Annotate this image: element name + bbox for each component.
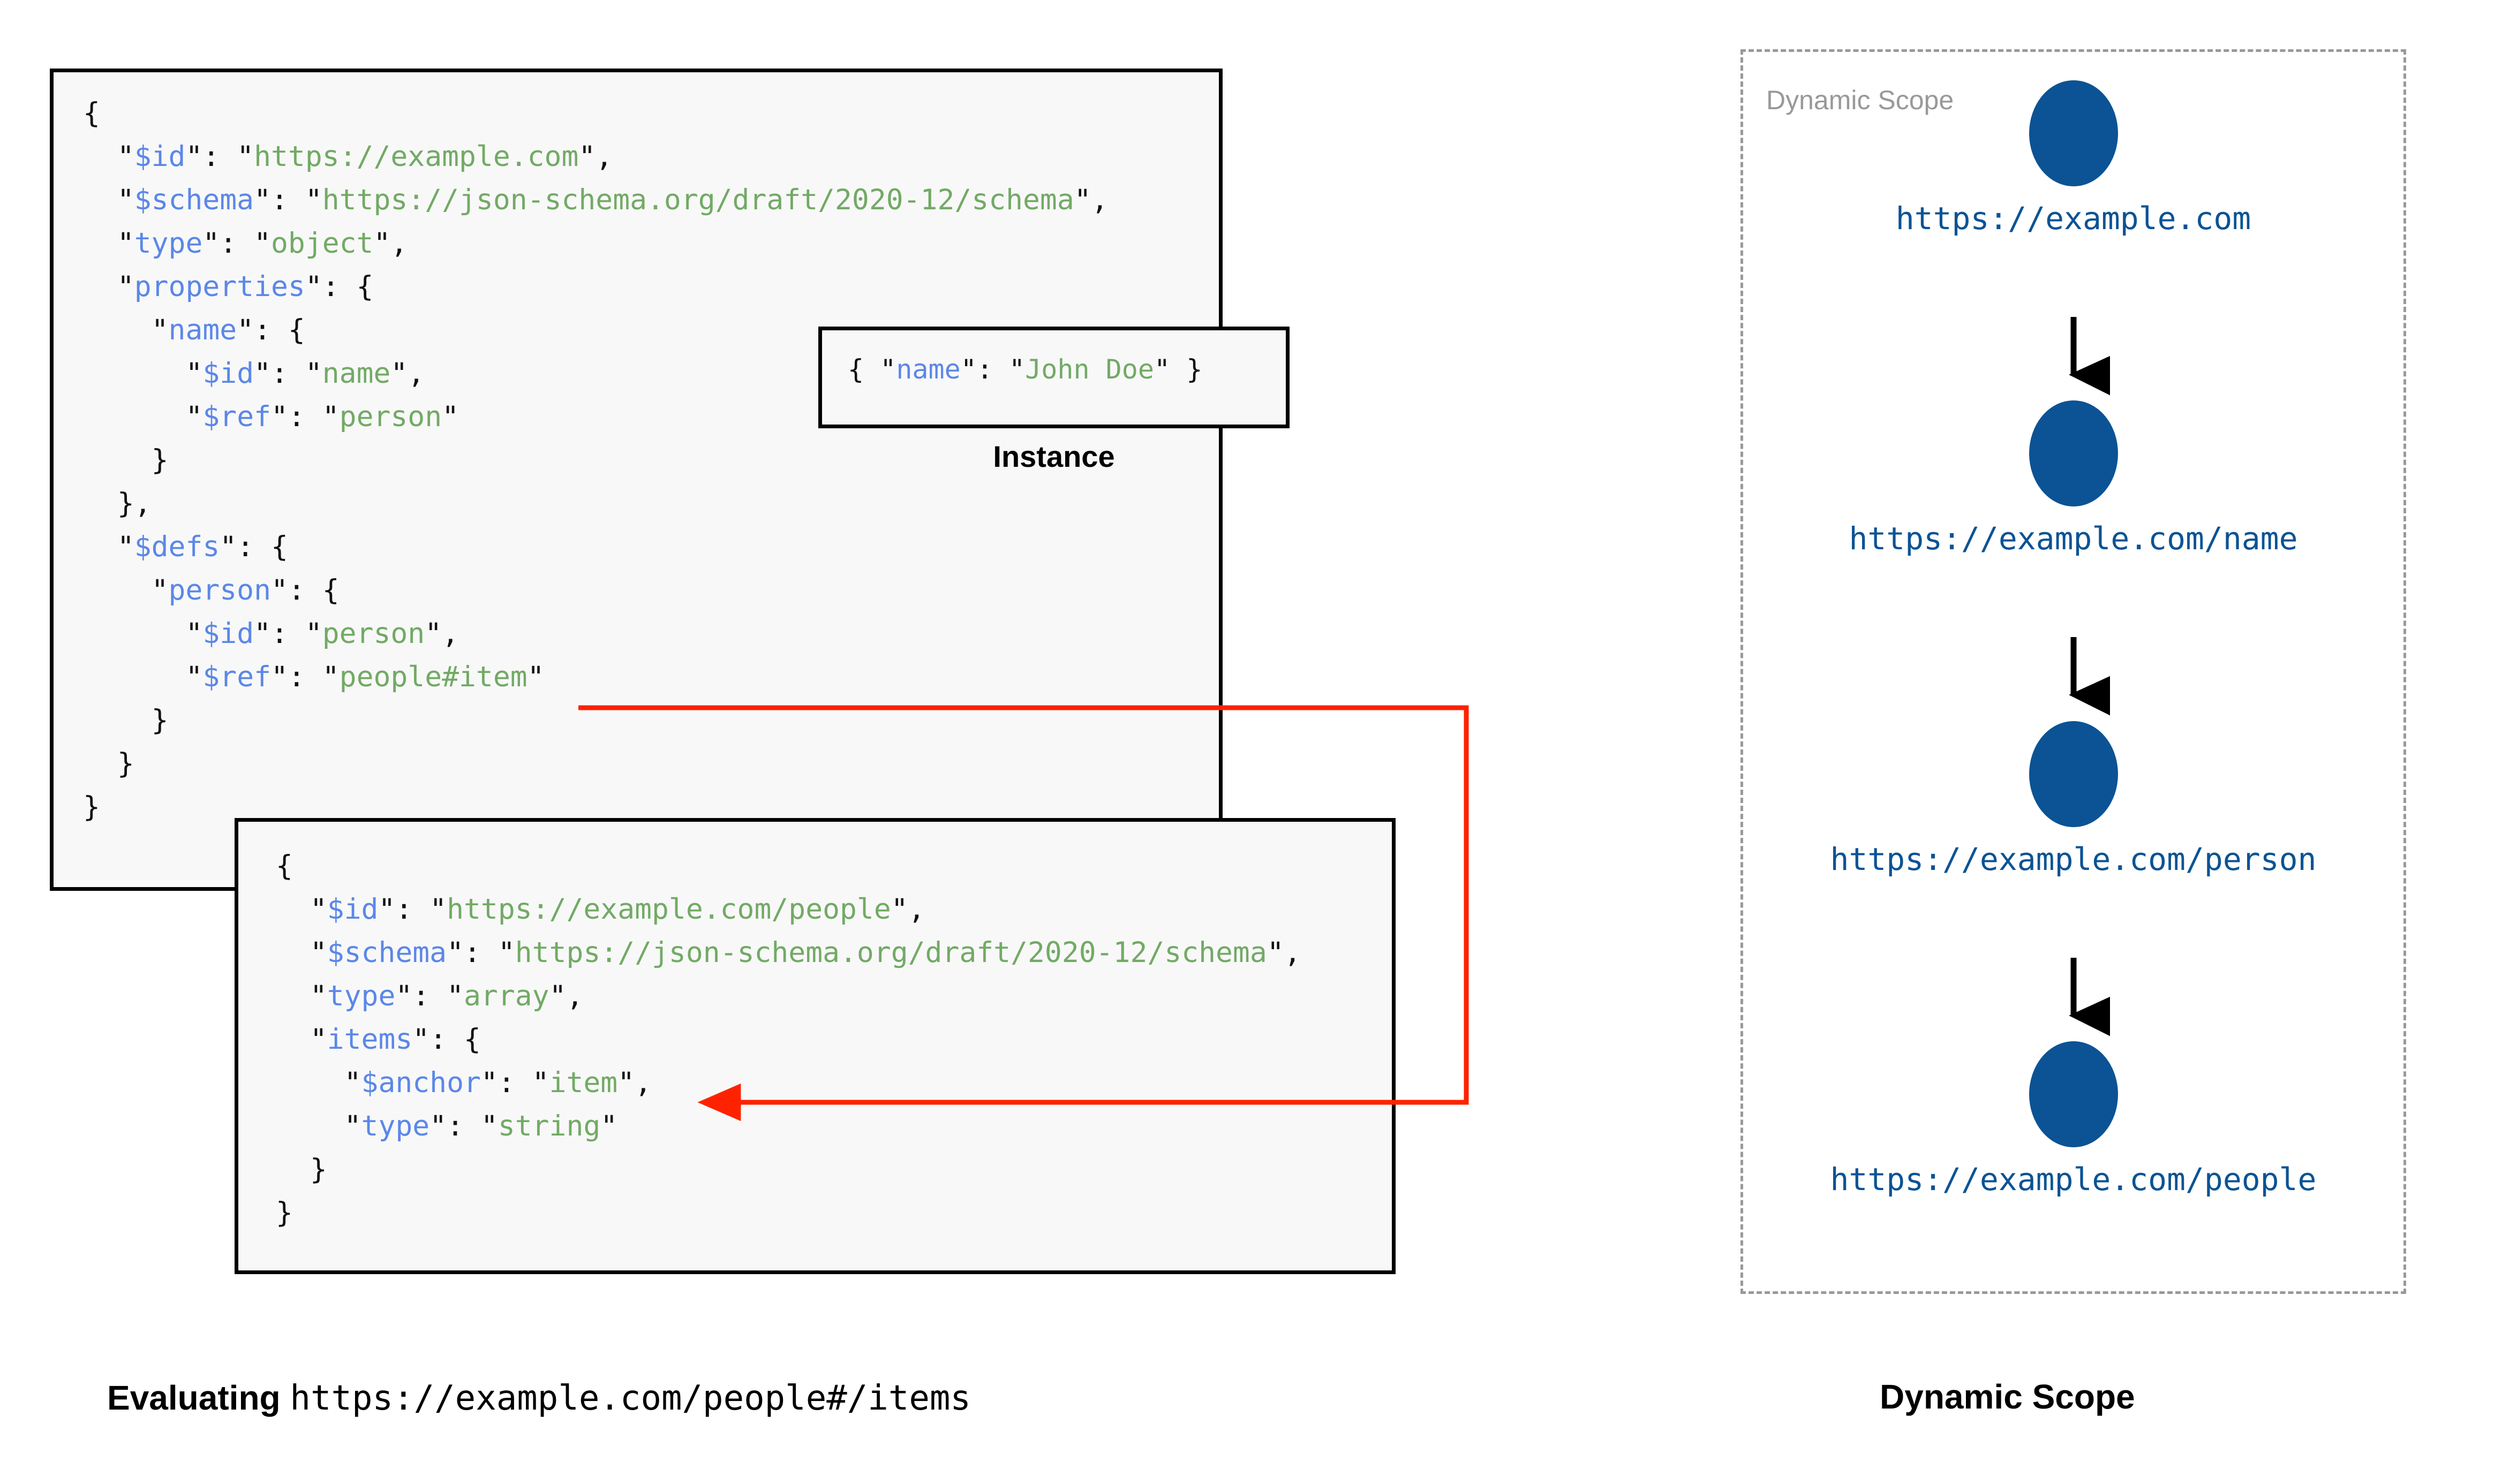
scope-node-circle-icon — [2029, 1041, 2118, 1147]
people-schema-box: { "$id": "https://example.com/people", "… — [235, 818, 1396, 1274]
scope-node-3: https://example.com/people — [1740, 1041, 2406, 1198]
scope-node-1: https://example.com/name — [1740, 400, 2406, 557]
dynamic-scope-panel — [1740, 49, 2406, 1294]
scope-node-circle-icon — [2029, 80, 2118, 186]
scope-node-0: https://example.com — [1740, 80, 2406, 237]
instance-box: { "name": "John Doe" } — [818, 327, 1290, 428]
root-schema-code: { "$id": "https://example.com", "$schema… — [83, 97, 1109, 823]
people-schema-code: { "$id": "https://example.com/people", "… — [276, 850, 1301, 1229]
left-caption-uri: https://example.com/people#/items — [290, 1379, 971, 1418]
root-schema-box: { "$id": "https://example.com", "$schema… — [50, 69, 1223, 891]
scope-node-label-2: https://example.com/person — [1830, 841, 2317, 877]
scope-node-circle-icon — [2029, 721, 2118, 827]
instance-caption: Instance — [993, 440, 1115, 473]
scope-node-label-0: https://example.com — [1895, 200, 2251, 237]
right-figure-caption: Dynamic Scope — [1880, 1377, 2135, 1416]
dynamic-scope-panel-title: Dynamic Scope — [1766, 85, 1954, 115]
left-figure-caption: Evaluating https://example.com/people#/i… — [107, 1378, 971, 1418]
scope-node-label-3: https://example.com/people — [1830, 1161, 2317, 1198]
left-caption-prefix: Evaluating — [107, 1379, 281, 1417]
scope-node-circle-icon — [2029, 400, 2118, 506]
instance-code: { "name": "John Doe" } — [848, 354, 1203, 385]
scope-node-2: https://example.com/person — [1740, 721, 2406, 877]
scope-node-label-1: https://example.com/name — [1849, 520, 2298, 557]
